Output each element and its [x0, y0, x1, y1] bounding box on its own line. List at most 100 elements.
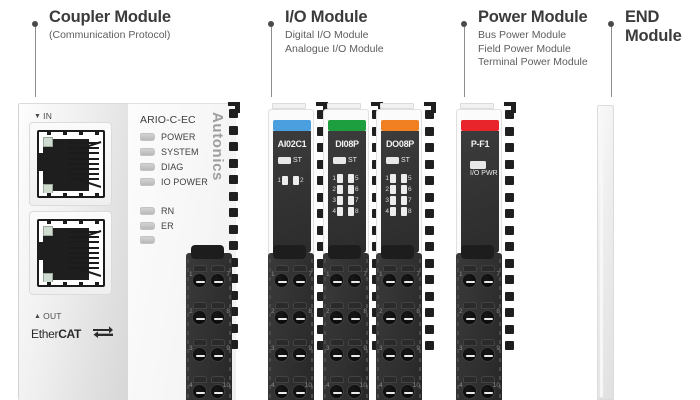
led-indicator-icon	[140, 207, 155, 215]
terminal-number: 10	[359, 382, 367, 389]
coupler-side-fins	[229, 109, 238, 357]
terminal-grip[interactable]	[191, 245, 224, 259]
status-indicator: ST	[333, 157, 357, 164]
callout-end-title: END Module	[625, 8, 682, 45]
coupler-model-label: ARIO-C-EC	[140, 114, 196, 126]
rj45-jack-icon	[37, 219, 105, 287]
module-faceplate: DO08P ST 1 5 2 6 3	[381, 131, 419, 253]
terminal-block[interactable]: 172839410511	[456, 245, 502, 400]
channel-row: 4 8	[332, 207, 359, 216]
status-label: ST	[293, 157, 302, 164]
channel-indicators: 1 2	[277, 176, 304, 185]
terminal-number: 1	[271, 271, 275, 278]
terminal-grip[interactable]	[381, 245, 414, 259]
channel-led-icon	[390, 196, 396, 205]
ethernet-port-out[interactable]	[29, 211, 112, 295]
callout-io-sub-0: Digital I/O Module	[285, 29, 369, 41]
status-indicator: ST	[386, 157, 410, 164]
terminal-block[interactable]: 172839410511	[268, 245, 314, 400]
led-indicator-icon	[140, 163, 155, 171]
terminal-grip[interactable]	[273, 245, 306, 259]
coupler-module[interactable]: ▼IN	[18, 102, 240, 400]
ethercat-logo: EtherCAT	[31, 327, 82, 341]
module-ai02c1[interactable]: AI02C1 ST 1 2 172839410511	[268, 102, 328, 400]
channel-led-icon	[390, 207, 396, 216]
module-di08p[interactable]: DI08P ST 1 5 2 6 3	[323, 102, 383, 400]
module-side-fins	[317, 110, 326, 358]
status-led-icon	[333, 157, 346, 164]
channel-row: 1 5	[385, 174, 412, 183]
terminal-number: 8	[416, 308, 420, 315]
callout-dot-icon	[268, 21, 274, 27]
channel-row: 3 7	[385, 196, 412, 205]
module-name-label: AI02C1	[277, 139, 307, 149]
led-rn: RN	[140, 206, 174, 216]
terminal-number: 4	[189, 382, 193, 389]
module-top-hook	[424, 102, 436, 113]
module-do08p[interactable]: DO08P ST 1 5 2 6 3	[376, 102, 436, 400]
led-io-power: IO POWER	[140, 177, 208, 187]
terminal-number: 3	[189, 345, 193, 352]
terminal-number: 4	[271, 382, 275, 389]
channel-led-icon	[293, 176, 299, 185]
module-pf1[interactable]: P-F1 I/O PWR 172839410511	[456, 102, 516, 400]
terminal-number: 7	[308, 271, 312, 278]
terminal-number: 10	[304, 382, 312, 389]
terminal-number: 9	[416, 345, 420, 352]
triangle-down-icon: ▼	[34, 113, 42, 120]
terminal-block[interactable]: 172839410511	[323, 245, 369, 400]
terminal-block[interactable]: 172839410511	[376, 245, 422, 400]
status-label: ST	[401, 157, 410, 164]
module-side-fins	[505, 110, 514, 358]
module-color-band	[328, 120, 366, 131]
channel-led-icon	[401, 196, 407, 205]
terminal-row[interactable]: 4 10	[271, 374, 312, 400]
callout-stem	[610, 27, 612, 97]
terminal-number: 9	[226, 345, 230, 352]
module-faceplate: P-F1 I/O PWR	[461, 131, 499, 253]
module-housing: AI02C1 ST 1 2	[268, 109, 314, 259]
terminal-grip[interactable]	[328, 245, 361, 259]
channel-led-icon	[401, 174, 407, 183]
triangle-up-icon: ▲	[34, 313, 42, 320]
terminal-number: 1	[379, 271, 383, 278]
ethernet-port-in[interactable]	[29, 122, 112, 206]
terminal-block[interactable]: 172839410511	[186, 245, 232, 400]
terminal-number: 7	[363, 271, 367, 278]
terminal-number: 8	[308, 308, 312, 315]
channel-row: 1 5	[332, 174, 359, 183]
terminal-number: 10	[492, 382, 500, 389]
led-spare	[140, 236, 155, 244]
callout-stem	[270, 27, 272, 97]
terminal-number: 8	[226, 308, 230, 315]
port-out-label: ▲OUT	[34, 311, 62, 321]
channel-led-icon	[390, 174, 396, 183]
terminal-number: 7	[496, 271, 500, 278]
led-power: POWER	[140, 132, 196, 142]
channel-indicators: 1 5 2 6 3 7 4 8	[384, 173, 416, 217]
terminal-number: 10	[412, 382, 420, 389]
led-system: SYSTEM	[140, 147, 199, 157]
terminal-grip[interactable]	[461, 245, 494, 259]
end-module[interactable]	[597, 105, 614, 400]
status-led-icon	[278, 157, 291, 164]
